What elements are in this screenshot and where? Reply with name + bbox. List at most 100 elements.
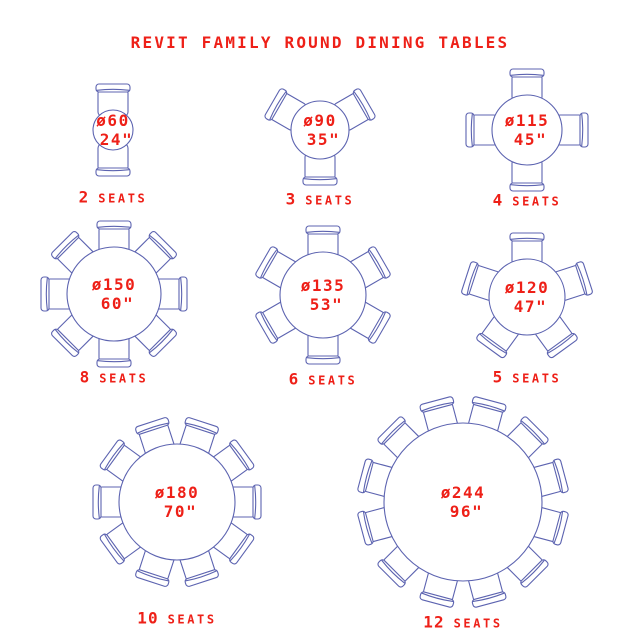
chair-backrest-line (229, 442, 250, 470)
diameter-imperial: 60" (100, 294, 135, 313)
chair-backrest-line (306, 230, 340, 233)
chair-backrest-line (96, 169, 130, 172)
diameter-metric: ø180 (154, 483, 200, 502)
chair-backrest-line (466, 263, 478, 295)
chair-backrest-line (421, 401, 454, 412)
diameter-imperial: 96" (449, 502, 484, 521)
chair-backrest (305, 355, 341, 365)
table-top (290, 100, 350, 160)
chair-backrest-line (180, 277, 183, 311)
chair-backrest (252, 484, 262, 520)
chair-backrest-line (185, 422, 217, 434)
chair-backrest-line (553, 460, 564, 493)
chair-icon (228, 484, 262, 520)
diameter-imperial: 35" (306, 130, 341, 149)
chair-backrest-line (269, 91, 287, 121)
chair-backrest-line (472, 401, 505, 412)
chair-backrest-line (229, 534, 250, 562)
chair-backrest (229, 439, 255, 471)
chair-backrest-line (306, 357, 340, 360)
diameter-imperial: 70" (163, 502, 198, 521)
seats-number: 6 (288, 369, 300, 389)
chair-backrest-line (45, 277, 48, 311)
chair-backrest-line (97, 225, 131, 228)
chair-backrest-line (547, 333, 575, 354)
diameter-metric: ø60 (96, 111, 130, 130)
chair-backrest-line (260, 311, 278, 341)
diameter-imperial: 53" (309, 295, 344, 314)
seats-number: 4 (492, 190, 504, 210)
chair-backrest-line (104, 442, 125, 470)
table-group-3-seats (264, 88, 376, 186)
table-group-6-seats (255, 225, 391, 365)
chair-backrest (40, 276, 50, 312)
chair-backrest (99, 533, 125, 565)
chair-backrest-line (137, 570, 169, 582)
diameter-imperial: 45" (513, 130, 548, 149)
table-top (66, 246, 162, 342)
table-top (118, 443, 236, 561)
chair-backrest (476, 332, 508, 359)
chair-backrest-line (260, 249, 278, 279)
chair-backrest-line (381, 420, 406, 445)
chair-icon (509, 68, 545, 102)
table-group-10-seats (92, 417, 262, 587)
chair-backrest (465, 112, 475, 148)
chair-icon (302, 152, 338, 186)
chair-backrest-line (368, 249, 386, 279)
chair-icon (509, 232, 545, 266)
table-group-4-seats (465, 68, 589, 192)
chair-backrest (255, 246, 279, 279)
seats-word: SEATS (98, 191, 148, 206)
chair-backrest (99, 439, 125, 471)
table-group-2-seats (92, 83, 134, 177)
chair-icon (96, 220, 132, 254)
page-title: REVIT FAMILY ROUND DINING TABLES (130, 33, 510, 52)
chair-backrest-line (510, 237, 544, 240)
chair-icon (154, 276, 188, 312)
chair-backrest-line (510, 184, 544, 187)
chair-backrest (95, 83, 131, 93)
chair-backrest (264, 88, 288, 121)
table-group-5-seats (461, 232, 593, 359)
chair-backrest (367, 311, 391, 344)
diameter-metric: ø120 (504, 278, 550, 297)
diameter-metric: ø244 (440, 483, 486, 502)
chair-backrest (95, 167, 131, 177)
table-top (92, 109, 134, 151)
table-group-8-seats (40, 220, 188, 368)
chair-backrest-line (421, 592, 454, 603)
chair-backrest (579, 112, 589, 148)
diameter-imperial: 47" (513, 297, 548, 316)
seats-word: SEATS (308, 373, 358, 388)
chair-backrest-line (353, 91, 371, 121)
chair-backrest-line (581, 113, 584, 147)
chair-backrest (229, 533, 255, 565)
chair-icon (465, 112, 499, 148)
chair-backrest (546, 332, 578, 359)
chair-backrest-line (553, 511, 564, 544)
diameter-metric: ø90 (303, 111, 337, 130)
chair-backrest (302, 176, 338, 186)
chair-backrest (51, 328, 80, 357)
chair-backrest-line (185, 570, 217, 582)
chair-backrest (520, 559, 549, 588)
chair-backrest-line (362, 511, 373, 544)
seats-number: 12 (423, 612, 445, 632)
seats-number: 2 (78, 187, 90, 207)
diameter-metric: ø135 (300, 276, 346, 295)
table-top (383, 422, 543, 582)
chair-backrest-line (510, 73, 544, 76)
